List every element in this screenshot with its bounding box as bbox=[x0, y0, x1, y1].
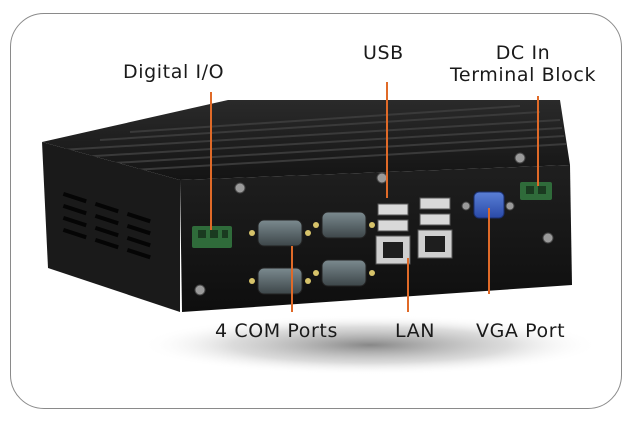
label-dc-in: DC In Terminal Block bbox=[443, 42, 603, 87]
chassis-side bbox=[42, 142, 180, 312]
label-dc-in-line1: DC In bbox=[495, 42, 551, 64]
usb-ports bbox=[377, 197, 451, 232]
com-port-3 bbox=[257, 267, 303, 295]
dc-in-terminal-block bbox=[520, 182, 552, 200]
com-port-2 bbox=[321, 211, 367, 239]
floor-shadow bbox=[140, 315, 600, 375]
screws bbox=[194, 152, 554, 296]
com-port-screws bbox=[249, 222, 375, 284]
label-dc-in-line2: Terminal Block bbox=[449, 63, 597, 86]
side-vents bbox=[62, 192, 151, 260]
leader-lines bbox=[210, 82, 539, 312]
digital-io-connector bbox=[192, 226, 232, 248]
lan-ports bbox=[375, 229, 453, 265]
com-port-1 bbox=[257, 219, 303, 247]
com-port-4 bbox=[321, 259, 367, 287]
label-lan: LAN bbox=[395, 320, 436, 342]
heatsink-fins bbox=[59, 105, 567, 175]
label-vga-port: VGA Port bbox=[476, 320, 566, 342]
label-com-ports: 4 COM Ports bbox=[215, 320, 338, 342]
label-usb: USB bbox=[363, 42, 404, 64]
label-digital-io: Digital I/O bbox=[123, 61, 225, 83]
